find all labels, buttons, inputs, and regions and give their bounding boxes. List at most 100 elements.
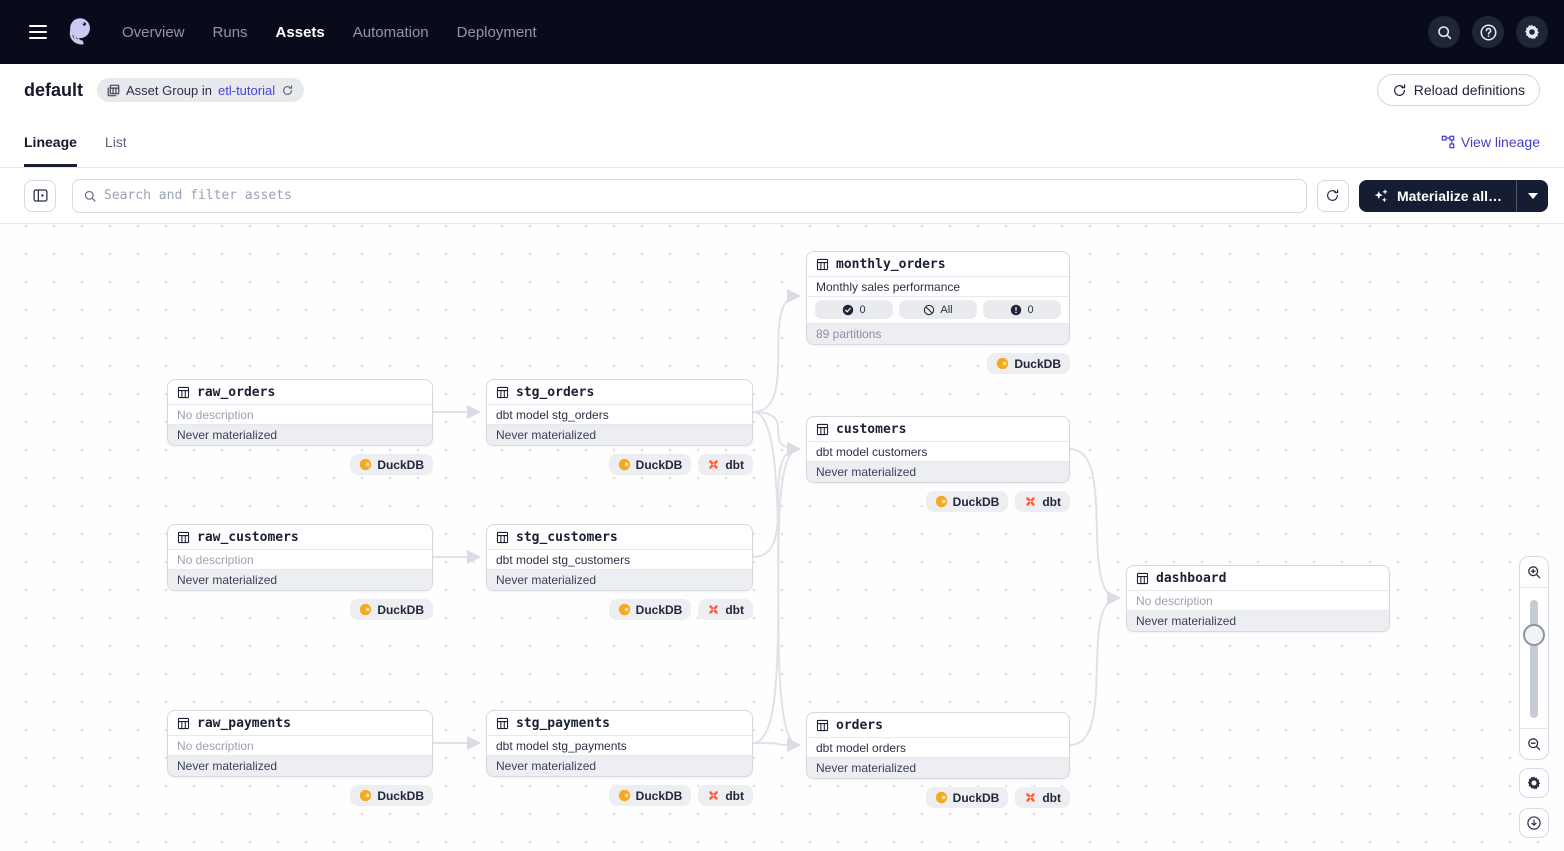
kind-badge-label: DuckDB xyxy=(635,788,683,803)
kind-badge-label: DuckDB xyxy=(952,790,1000,805)
help-icon[interactable] xyxy=(1472,16,1504,48)
search-input[interactable] xyxy=(104,188,1296,203)
caret-down-icon[interactable] xyxy=(1516,179,1548,212)
status-pill-slash[interactable]: All xyxy=(899,300,977,319)
asset-status: Never materialized xyxy=(168,756,432,776)
nav-item-automation[interactable]: Automation xyxy=(352,23,429,41)
kind-badge-duckdb[interactable]: DuckDB xyxy=(987,353,1070,374)
kind-badge-row: DuckDB dbt xyxy=(486,599,753,620)
duckdb-icon xyxy=(359,789,372,802)
kind-badge-duckdb[interactable]: DuckDB xyxy=(608,785,692,806)
nav-item-deployment[interactable]: Deployment xyxy=(456,23,537,41)
asset-name: dashboard xyxy=(1156,570,1227,586)
refresh-icon[interactable] xyxy=(1316,179,1349,212)
nav-item-assets[interactable]: Assets xyxy=(275,23,325,41)
materialize-button-group: Materialize all… xyxy=(1358,179,1548,212)
materialize-all-button[interactable]: Materialize all… xyxy=(1358,179,1516,212)
menu-icon[interactable] xyxy=(20,14,56,50)
kind-badge-dbt[interactable]: dbt xyxy=(1015,787,1070,808)
download-icon[interactable] xyxy=(1519,808,1549,838)
reload-icon[interactable] xyxy=(281,84,294,97)
zoom-slider-handle[interactable] xyxy=(1523,624,1545,646)
status-pill-label: 0 xyxy=(1027,303,1034,316)
status-pill-alert[interactable]: 0 xyxy=(983,300,1061,319)
kind-badge-duckdb[interactable]: DuckDB xyxy=(608,454,692,475)
asset-name: orders xyxy=(836,717,883,733)
kind-badge-duckdb[interactable]: DuckDB xyxy=(925,491,1009,512)
asset-node-header: dashboard xyxy=(1127,566,1389,591)
kind-badge-duckdb[interactable]: DuckDB xyxy=(925,787,1009,808)
view-lineage-link[interactable]: View lineage xyxy=(1441,134,1540,150)
asset-name: raw_payments xyxy=(197,715,291,731)
tab-lineage[interactable]: Lineage xyxy=(24,116,77,167)
kind-badge-dbt[interactable]: dbt xyxy=(698,454,753,475)
kind-badge-label: DuckDB xyxy=(1014,356,1061,371)
zoom-slider[interactable] xyxy=(1520,587,1548,729)
kind-badge-dbt[interactable]: dbt xyxy=(698,785,753,806)
kind-badge-label: DuckDB xyxy=(952,494,1000,509)
kind-badge-duckdb[interactable]: DuckDB xyxy=(350,599,433,620)
asset-description: No description xyxy=(168,736,432,756)
dagster-logo[interactable] xyxy=(64,15,98,49)
asset-description: dbt model orders xyxy=(807,738,1069,758)
asset-table-icon xyxy=(496,386,509,399)
nav-item-runs[interactable]: Runs xyxy=(212,23,248,41)
expand-panel-icon[interactable] xyxy=(24,179,56,212)
page-title: default xyxy=(24,79,84,100)
dbt-icon xyxy=(1024,791,1037,804)
kind-badge-dbt[interactable]: dbt xyxy=(1015,491,1070,512)
asset-status: Never materialized xyxy=(807,758,1069,778)
dbt-icon xyxy=(707,789,720,802)
kind-badge-label: DuckDB xyxy=(377,602,424,617)
graph-settings-icon[interactable] xyxy=(1519,768,1549,798)
reload-definitions-button[interactable]: Reload definitions xyxy=(1376,74,1540,106)
zoom-in-icon[interactable] xyxy=(1520,557,1548,587)
materialize-all-label: Materialize all… xyxy=(1396,187,1502,204)
view-lineage-label: View lineage xyxy=(1460,133,1540,150)
settings-icon[interactable] xyxy=(1516,16,1548,48)
asset-node-header: raw_payments xyxy=(168,711,432,736)
lineage-icon xyxy=(1441,135,1455,149)
status-pill-check[interactable]: 0 xyxy=(815,300,893,319)
dbt-icon xyxy=(707,458,720,471)
lineage-edge-stg_orders-to-monthly_orders xyxy=(752,289,801,413)
asset-table-icon xyxy=(496,531,509,544)
zoom-out-icon[interactable] xyxy=(1520,729,1548,759)
asset-node-header: stg_orders xyxy=(487,380,752,405)
asset-group-badge: Asset Group in etl-tutorial xyxy=(97,78,305,102)
nav-item-overview[interactable]: Overview xyxy=(122,23,185,41)
asset-table-icon xyxy=(496,717,509,730)
asset-description: No description xyxy=(1127,591,1389,611)
kind-badge-duckdb[interactable]: DuckDB xyxy=(608,599,692,620)
tab-list[interactable]: List xyxy=(105,116,127,167)
asset-name: stg_orders xyxy=(516,384,595,400)
kind-badge-duckdb[interactable]: DuckDB xyxy=(350,454,433,475)
kind-badge-duckdb[interactable]: DuckDB xyxy=(350,785,433,806)
kind-badge-row: DuckDB xyxy=(167,599,433,620)
asset-description: No description xyxy=(168,550,432,570)
zoom-slider-track[interactable] xyxy=(1530,600,1538,718)
top-nav: Overview Runs Assets Automation Deployme… xyxy=(0,0,1564,64)
kind-badge-row: DuckDB xyxy=(806,353,1070,374)
search-icon[interactable] xyxy=(1428,16,1460,48)
lineage-edge-stg_orders-to-orders xyxy=(752,411,801,752)
asset-description: dbt model stg_payments xyxy=(487,736,752,756)
code-location-link[interactable]: etl-tutorial xyxy=(218,82,276,98)
kind-badge-label: DuckDB xyxy=(377,788,424,803)
kind-badge-dbt[interactable]: dbt xyxy=(698,599,753,620)
duckdb-icon xyxy=(618,458,631,471)
asset-node-header: monthly_orders xyxy=(807,252,1069,277)
